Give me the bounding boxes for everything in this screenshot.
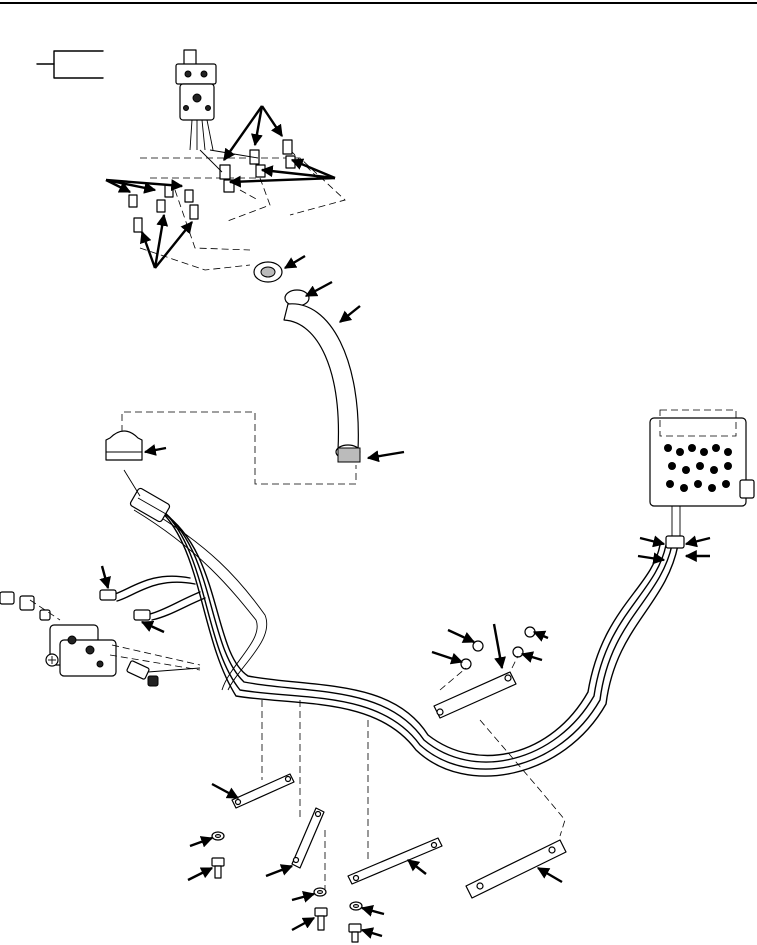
upper-dashed-guides xyxy=(139,149,346,271)
lower-bracket-b-icon xyxy=(265,807,325,878)
cap-sleeve-dashed-guide xyxy=(121,411,357,485)
left-control-valve-icon xyxy=(0,591,201,687)
lower-bracket-c-icon xyxy=(347,837,443,885)
locator-symbol-icon xyxy=(36,50,104,79)
washer-bolt-set-c-icon xyxy=(348,901,385,943)
dust-cap-icon xyxy=(105,430,167,461)
washer-bolt-set-b-icon xyxy=(291,887,328,932)
lower-bracket-d-icon xyxy=(465,839,567,899)
upper-callout-arrows xyxy=(105,105,336,269)
lower-bracket-a-icon xyxy=(211,773,295,809)
right-manifold-valve-icon xyxy=(637,409,755,565)
upper-fittings-icon xyxy=(128,139,296,233)
protective-sleeve-icon xyxy=(283,280,405,463)
hose-bundle-icon xyxy=(123,469,679,777)
grommet-icon xyxy=(253,254,306,283)
left-branch-hoses xyxy=(99,565,206,634)
washer-bolt-set-a-icon xyxy=(187,831,225,882)
lower-dashed-guides xyxy=(261,700,566,895)
middle-bracket-icon xyxy=(431,623,549,719)
upper-control-valve-icon xyxy=(175,49,217,151)
